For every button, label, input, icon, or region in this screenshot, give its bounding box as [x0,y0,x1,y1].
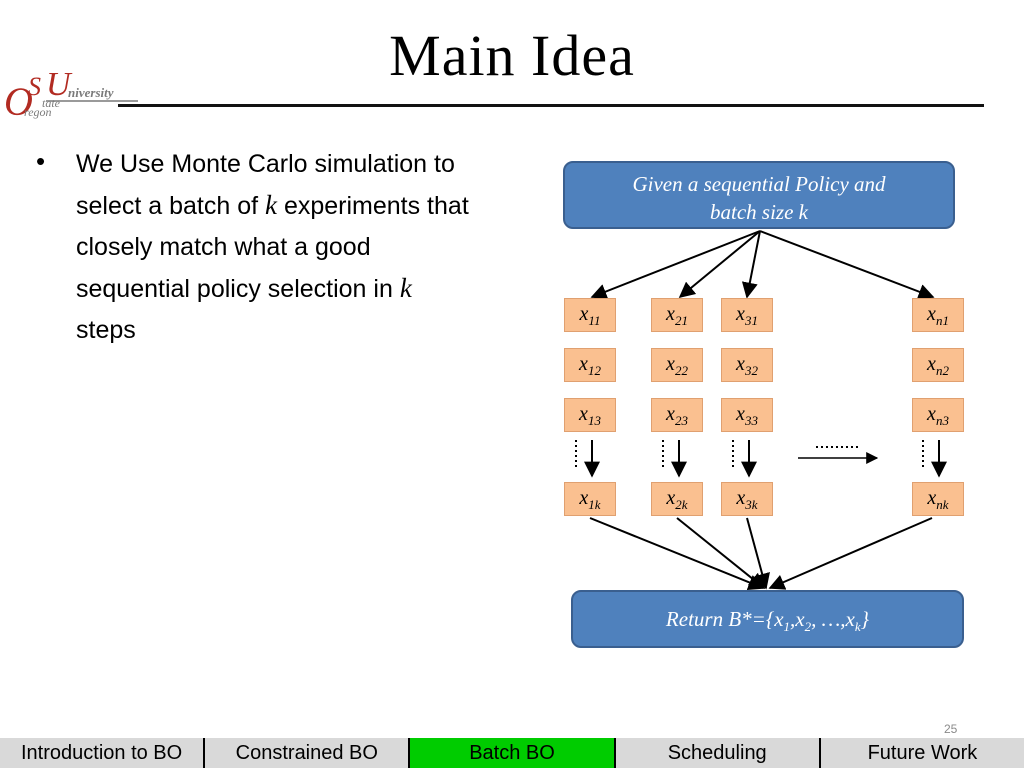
arrow-from-col2 [676,517,766,590]
cell-subscript: 3k [745,497,758,512]
cell-base: x [666,353,675,375]
cell-subscript: 12 [587,363,601,378]
cell-base: x [927,487,937,509]
arrow-from-col1 [589,517,765,591]
cell-base: x [666,487,676,509]
cell-base: x [579,487,589,509]
cell-base: x [666,403,675,425]
bullet-text-part3: steps [76,316,136,344]
bottom-converge-arrows [589,517,933,591]
tab-introduction-to-bo[interactable]: Introduction to BO [0,738,204,768]
policy-input-box: Given a sequential Policy and batch size… [563,161,955,229]
column-continuation [575,440,947,478]
cell-subscript: nk [936,497,949,512]
cell-subscript: n1 [935,313,949,328]
tab-future-work[interactable]: Future Work [818,738,1024,768]
cell-x22: x22 [651,348,703,382]
tab-scheduling[interactable]: Scheduling [613,738,819,768]
arrow-to-col3 [741,230,761,299]
section-nav-bar: Introduction to BO Constrained BO Batch … [0,738,1024,768]
cell-subscript: 31 [744,313,758,328]
return-comma-x: ,x [790,607,805,631]
cell-x33: x33 [721,398,773,432]
return-sub-1: 1 [783,619,791,635]
cell-xn3: xn3 [912,398,964,432]
cell-base: x [927,403,936,425]
cell-subscript: n2 [935,363,949,378]
bullet-k-1: k [265,190,277,220]
cell-subscript: 23 [674,413,688,428]
logo-niversity: niversity [68,85,114,100]
cell-base: x [579,353,588,375]
bullet-text-part1: We Use Monte Carlo simulation to select … [76,150,455,220]
logo-letter-o: O [4,79,33,124]
cell-base: x [579,303,589,325]
page-number: 25 [944,722,958,736]
title-underline [118,104,984,107]
cell-subscript: 2k [675,497,688,512]
logo-letter-u: U [46,66,71,103]
cell-base: x [736,303,745,325]
logo-regon: regon [24,105,52,119]
policy-input-line2: batch size k [710,200,808,224]
tab-constrained-bo[interactable]: Constrained BO [203,738,409,768]
cell-subscript: 33 [744,413,758,428]
cell-base: x [927,303,936,325]
cell-subscript: 13 [587,413,601,428]
arrow-to-col2 [678,230,761,299]
bullet-k-2: k [399,273,412,303]
cell-x23: x23 [651,398,703,432]
cell-x21: x21 [651,298,703,332]
cell-subscript: 11 [588,313,601,328]
cell-xnk: xnk [912,482,964,516]
arrow-from-col3 [746,517,770,590]
return-batch-box: Return B*={x1,x2, …,xk} [571,590,964,648]
logo-bar [46,100,138,102]
cell-base: x [736,403,745,425]
top-fan-arrows [590,230,935,300]
cell-x2k: x2k [651,482,703,516]
cell-x1k: x1k [564,482,616,516]
slide-title: Main Idea [389,23,635,88]
cell-x13: x13 [564,398,616,432]
tab-batch-bo[interactable]: Batch BO [408,738,614,768]
bullet-text: We Use Monte Carlo simulation to select … [76,144,476,351]
cell-subscript: 21 [674,313,688,328]
cell-base: x [927,353,936,375]
cell-x12: x12 [564,348,616,382]
cell-base: x [736,353,745,375]
cell-subscript: 22 [674,363,688,378]
cell-subscript: 1k [588,497,601,512]
bullet-dot: • [36,146,46,176]
cell-x31: x31 [721,298,773,332]
return-suffix: } [860,607,870,631]
arrow-to-coln [759,230,935,300]
osu-logo: O S U niversity tate regon [2,68,142,124]
arrow-to-col1 [590,230,761,300]
arrow-from-coln [768,517,933,590]
cell-subscript: 32 [744,363,758,378]
logo-letter-s: S [28,72,41,101]
policy-input-line1: Given a sequential Policy and [632,172,886,196]
cell-base: x [579,403,588,425]
cell-subscript: n3 [935,413,949,428]
return-sub-2: 2 [804,619,812,635]
cell-xn1: xn1 [912,298,964,332]
return-middle: , …,x [811,607,855,631]
cell-x3k: x3k [721,482,773,516]
logo-tate: tate [42,96,60,110]
cell-xn2: xn2 [912,348,964,382]
bullet-text-part2: experiments that closely match what a go… [76,192,469,303]
cell-x11: x11 [564,298,616,332]
return-prefix: Return B*={x [665,607,784,631]
cell-x32: x32 [721,348,773,382]
return-sub-k: k [854,619,861,635]
cell-base: x [666,303,675,325]
cell-base: x [736,487,746,509]
